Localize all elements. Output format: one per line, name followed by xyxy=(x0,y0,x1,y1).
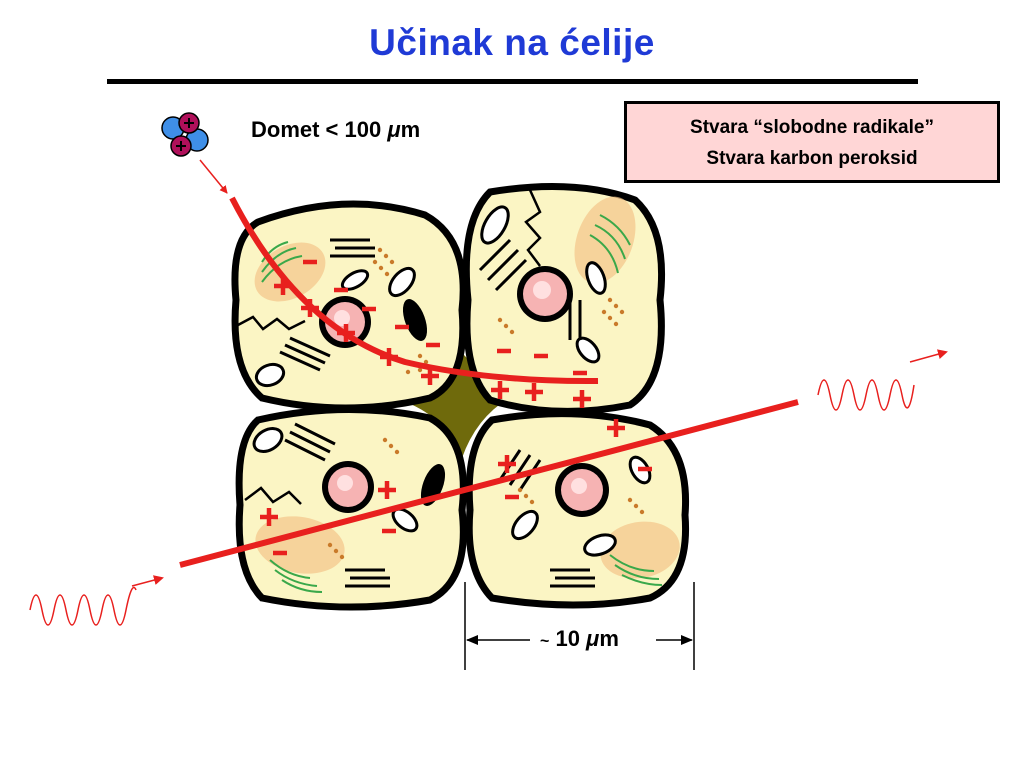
scale-value: 10 xyxy=(549,626,587,651)
scale-mu: μ xyxy=(586,626,600,651)
intercellular-space xyxy=(400,330,520,458)
ion-minus-icon xyxy=(273,259,652,556)
alpha-range-label: Domet < 100 μm xyxy=(251,117,420,143)
page-title: Učinak na ćelije xyxy=(369,22,655,63)
effects-box: Stvara “slobodne radikale” Stvara karbon… xyxy=(624,101,1000,183)
alpha-particle-icon xyxy=(161,112,209,157)
scale-tilde: ~ xyxy=(540,633,550,650)
photon-track xyxy=(179,399,799,568)
cell-top-right xyxy=(462,183,666,415)
cell-bottom-left xyxy=(235,406,467,611)
alpha-incoming-arrow xyxy=(199,159,228,194)
effects-line-1: Stvara “slobodne radikale” xyxy=(690,117,934,138)
effects-line-2: Stvara karbon peroksid xyxy=(706,148,918,169)
alpha-range-mu: μ xyxy=(387,117,401,142)
wavy-photon-icon xyxy=(817,349,948,411)
alpha-track xyxy=(229,196,599,385)
alpha-range-unit: m xyxy=(400,117,421,142)
title-divider xyxy=(107,79,918,84)
scale-unit: m xyxy=(599,626,619,651)
ion-plus-icon xyxy=(260,277,625,526)
cell-top-left xyxy=(231,200,467,412)
scale-label: ~ 10 μm xyxy=(540,626,619,652)
scale-bar xyxy=(464,582,695,670)
wavy-photon-icon xyxy=(29,575,164,626)
alpha-range-prefix: Domet < 100 xyxy=(251,117,388,142)
